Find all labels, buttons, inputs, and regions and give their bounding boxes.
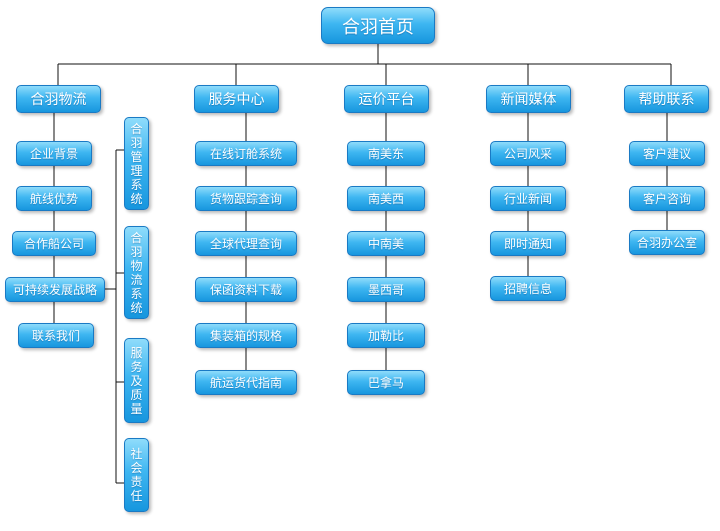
node-customer-inquiry[interactable]: 客户咨询 <box>629 186 705 211</box>
section-news-media[interactable]: 新闻媒体 <box>486 85 571 113</box>
node-forwarding-guide[interactable]: 航运货代指南 <box>195 370 297 395</box>
node-company-background[interactable]: 企业背景 <box>16 141 92 166</box>
node-instant-notice[interactable]: 即时通知 <box>490 231 566 256</box>
node-industry-news[interactable]: 行业新闻 <box>490 186 566 211</box>
node-management-system[interactable]: 合羽管理系统 <box>124 117 149 210</box>
node-recruitment-info[interactable]: 招聘信息 <box>490 276 566 301</box>
node-panama[interactable]: 巴拿马 <box>347 370 425 395</box>
node-global-agent-query[interactable]: 全球代理查询 <box>195 231 297 256</box>
node-caribbean[interactable]: 加勒比 <box>347 323 425 348</box>
node-south-america-east[interactable]: 南美东 <box>347 141 425 166</box>
node-south-america-west[interactable]: 南美西 <box>347 186 425 211</box>
node-customer-suggestion[interactable]: 客户建议 <box>629 141 705 166</box>
node-mexico[interactable]: 墨西哥 <box>347 277 425 302</box>
root-home-node[interactable]: 合羽首页 <box>321 7 435 44</box>
section-service-center[interactable]: 服务中心 <box>194 85 279 113</box>
node-online-booking[interactable]: 在线订舱系统 <box>195 141 297 166</box>
node-central-south-america[interactable]: 中南美 <box>347 231 425 256</box>
section-help-contact[interactable]: 帮助联系 <box>624 85 709 113</box>
node-route-advantages[interactable]: 航线优势 <box>16 186 92 211</box>
node-sustainability-strategy[interactable]: 可持续发展战略 <box>5 277 105 302</box>
section-hetyu-logistics[interactable]: 合羽物流 <box>16 85 101 113</box>
node-hetyu-office[interactable]: 合羽办公室 <box>629 230 705 255</box>
node-social-responsibility[interactable]: 社会责任 <box>124 438 149 512</box>
node-partner-shipping-lines[interactable]: 合作船公司 <box>12 231 96 256</box>
node-guarantee-download[interactable]: 保函资料下载 <box>195 277 297 302</box>
node-company-style[interactable]: 公司风采 <box>490 141 566 166</box>
node-service-quality[interactable]: 服务及质量 <box>124 338 149 423</box>
node-container-specs[interactable]: 集装箱的规格 <box>195 323 297 348</box>
node-contact-us[interactable]: 联系我们 <box>18 323 94 348</box>
section-freight-platform[interactable]: 运价平台 <box>344 85 429 113</box>
node-logistics-system[interactable]: 合羽物流系统 <box>124 226 149 319</box>
node-cargo-tracking[interactable]: 货物跟踪查询 <box>195 186 297 211</box>
